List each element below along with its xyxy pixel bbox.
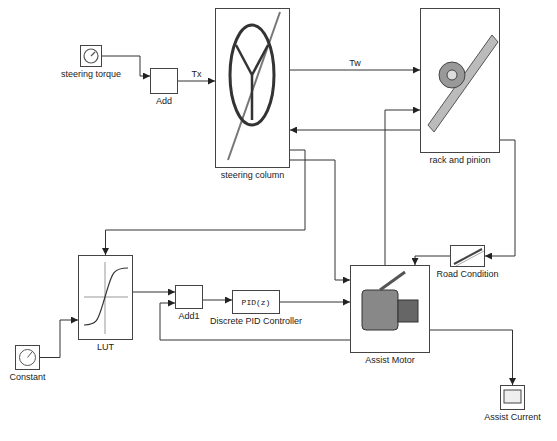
motor-block: Assist Motor xyxy=(350,265,430,353)
signal-line xyxy=(385,110,420,265)
rack-pinion-icon xyxy=(428,35,498,132)
signal-line xyxy=(280,302,350,303)
block-name: Add xyxy=(156,96,172,106)
block-name: Add1 xyxy=(178,311,199,321)
signal-line xyxy=(290,160,350,280)
steering-wheel-icon xyxy=(228,12,280,160)
signal-line xyxy=(203,300,232,301)
signal-line xyxy=(430,330,513,385)
block-name: Discrete PID Controller xyxy=(210,316,302,326)
road-icon xyxy=(454,249,484,266)
lookup-table-block: LUT xyxy=(78,255,133,340)
sum-block: Add1 xyxy=(175,285,203,309)
signal-line xyxy=(40,320,78,358)
signal-line xyxy=(290,70,420,71)
source-block: steering torque xyxy=(80,45,102,67)
lut-icon xyxy=(84,262,128,334)
signal-line xyxy=(178,81,215,82)
block-name: LUT xyxy=(97,342,114,352)
constant-icon xyxy=(20,350,36,366)
pid-block: PID(z)Discrete PID Controller xyxy=(232,290,280,314)
steering-column-block: steering column xyxy=(215,8,290,168)
block-name: steering torque xyxy=(61,69,121,79)
block-name: Constant xyxy=(9,372,45,382)
signal-line xyxy=(133,292,175,293)
motor-icon xyxy=(362,272,418,330)
scope-icon xyxy=(504,390,521,403)
constant-block: Constant xyxy=(15,345,40,370)
block-name: Assist Motor xyxy=(365,355,415,365)
rack-pinion-block: rack and pinion xyxy=(420,8,500,153)
signal-line xyxy=(290,130,420,131)
source-icon xyxy=(84,49,98,63)
block-name: Assist Current xyxy=(484,412,541,422)
signal-line xyxy=(106,150,306,255)
block-name: rack and pinion xyxy=(429,155,490,165)
block-parameter: PID(z) xyxy=(233,298,279,307)
sum-block: Add xyxy=(150,68,178,94)
signal-name: Tx xyxy=(191,69,203,79)
road-condition-block: Road Condition xyxy=(450,245,485,267)
scope-block: Assist Current xyxy=(500,385,525,410)
block-name: steering column xyxy=(221,170,285,180)
signal-name: Tw xyxy=(348,58,362,68)
block-name: Road Condition xyxy=(436,269,498,279)
signal-line xyxy=(415,256,450,265)
